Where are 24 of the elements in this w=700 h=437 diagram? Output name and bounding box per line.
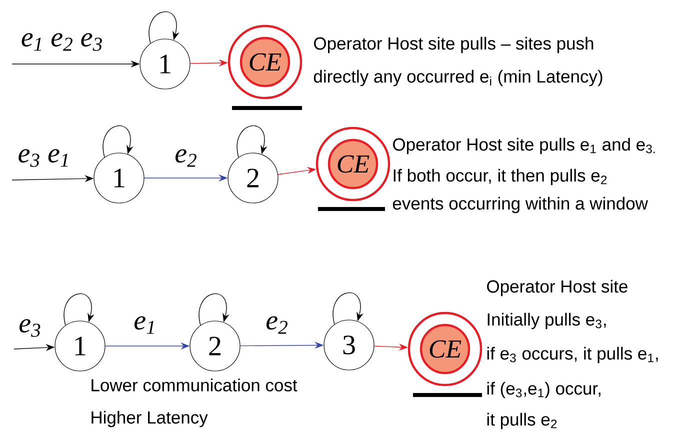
description-text: it pulls e$_{2}$ <box>487 412 557 430</box>
description-text: Operator Host site pulls e$_{1}$ and e$_{3.}$ <box>393 138 655 154</box>
self-loop-arrow <box>64 294 94 326</box>
edge-label: e$_{3}$ e$_{1}$ <box>18 149 68 167</box>
self-loop-arrow <box>332 292 364 325</box>
description-text: Operator Host site <box>487 280 628 296</box>
description-text: If both occur, it then pulls e$_{2}$ <box>394 168 607 186</box>
self-loop-arrow <box>102 126 134 158</box>
self-loop-arrow <box>236 126 268 158</box>
description-text: directly any occurred e$_{i}$ (min Latency) <box>314 70 602 86</box>
self-loop-arrow <box>198 294 230 326</box>
self-loop-arrow <box>148 12 180 44</box>
note-text: Lower communication cost <box>92 378 298 392</box>
edge-label: e$_{2}$ <box>266 316 288 334</box>
note-text: Higher Latency <box>92 410 208 428</box>
description-text: if (e$_{3}$,e$_{1}$) occur, <box>487 382 600 398</box>
description-text: Initially pulls e$_{3}$, <box>488 312 606 330</box>
edge-label: e$_{2}$ <box>176 149 196 167</box>
description-text: events occurring within a window <box>392 196 648 214</box>
edge-label: e$_{1}$ <box>134 316 154 334</box>
edge-label: e$_{1}$ e$_{2}$ e$_{3}$ <box>22 33 102 51</box>
edge-label: e$_{3}$ <box>20 319 40 337</box>
description-text: Operator Host site pulls – sites push <box>314 36 594 54</box>
description-text: if e$_{3}$ occurs, it pulls e$_{1}$, <box>487 346 658 364</box>
